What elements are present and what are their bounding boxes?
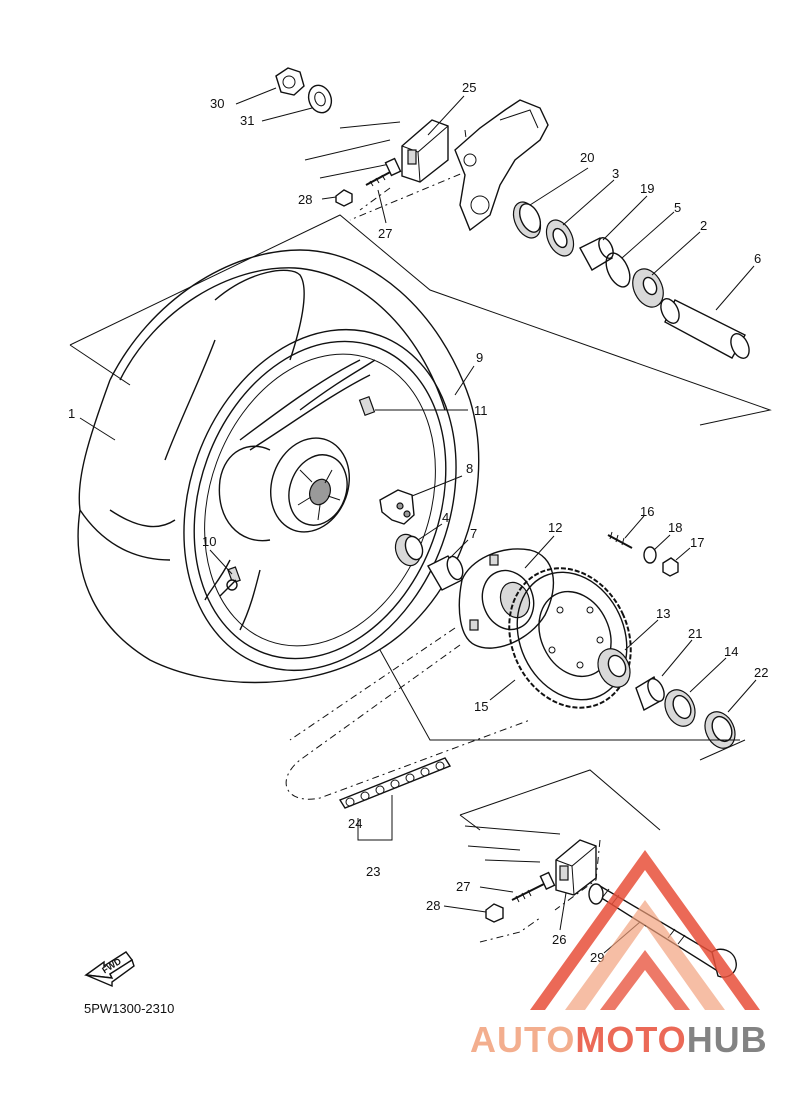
- callout-27-lower: 27: [456, 879, 470, 894]
- callout-19: 19: [640, 181, 654, 196]
- callout-14: 14: [724, 644, 738, 659]
- callout-21: 21: [688, 626, 702, 641]
- callout-24: 24: [348, 816, 362, 831]
- part-24-chain-joint[interactable]: [338, 757, 452, 809]
- callout-7: 7: [470, 526, 477, 541]
- part-26-adjuster-block[interactable]: [555, 839, 597, 896]
- callout-6: 6: [754, 251, 761, 266]
- part-10-tire-valve[interactable]: [219, 566, 241, 597]
- caliper-bracket: [454, 99, 549, 232]
- part-27-adjuster-bolt-upper[interactable]: [365, 157, 402, 187]
- part-25-adjuster-block[interactable]: [401, 119, 449, 183]
- callout-10: 10: [202, 534, 216, 549]
- leader-lines: [79, 87, 757, 954]
- drive-chain-outline: [285, 627, 531, 800]
- diagram-code: 5PW1300-2310: [84, 1001, 174, 1016]
- callout-4: 4: [442, 510, 449, 525]
- callout-28-upper: 28: [298, 192, 312, 207]
- callout-16: 16: [640, 504, 654, 519]
- part-18-washer[interactable]: [643, 546, 657, 564]
- part-31-washer[interactable]: [305, 82, 335, 116]
- part-8-clip[interactable]: [379, 489, 415, 525]
- callout-13: 13: [656, 606, 670, 621]
- part-28-nut-lower[interactable]: [485, 903, 504, 923]
- callout-1: 1: [68, 406, 75, 421]
- callout-8: 8: [466, 461, 473, 476]
- callout-15: 15: [474, 699, 488, 714]
- callout-30: 30: [210, 96, 224, 111]
- part-28-nut-upper[interactable]: [335, 189, 353, 207]
- callout-22: 22: [754, 665, 768, 680]
- part-20-oil-seal[interactable]: [508, 198, 546, 243]
- part-15-rear-sprocket[interactable]: [487, 548, 653, 728]
- part-14-oil-seal[interactable]: [659, 685, 700, 731]
- part-6-spacer-tube[interactable]: [657, 296, 752, 361]
- part-16-stud-bolt[interactable]: [607, 531, 633, 549]
- part-27-adjuster-bolt-lower[interactable]: [511, 871, 556, 903]
- callout-27-upper: 27: [378, 226, 392, 241]
- callout-25: 25: [462, 80, 476, 95]
- callout-5: 5: [674, 200, 681, 215]
- watermark-logo-mark: [530, 850, 760, 1010]
- callout-20: 20: [580, 150, 594, 165]
- part-3-bearing[interactable]: [541, 216, 579, 261]
- part-30-nut[interactable]: [275, 67, 305, 96]
- part-2-bearing[interactable]: [627, 264, 669, 312]
- part-22-collar[interactable]: [699, 707, 740, 753]
- watermark-text-moto: MOTO: [575, 1019, 686, 1060]
- part-7-collar[interactable]: [427, 554, 466, 591]
- part-17-nut[interactable]: [662, 557, 679, 577]
- callout-labels: 30 31 25 28 27 20 3 19 5 2 6 9 1 11 8 4 …: [68, 80, 768, 965]
- watermark-text-auto: AUTO: [470, 1019, 575, 1060]
- forward-direction-arrow: FWD: [84, 951, 135, 988]
- callout-3: 3: [612, 166, 619, 181]
- callout-11: 11: [474, 403, 488, 418]
- callout-2: 2: [700, 218, 707, 233]
- watermark-text-hub: HUB: [687, 1019, 768, 1060]
- callout-12: 12: [548, 520, 562, 535]
- callout-18: 18: [668, 520, 682, 535]
- svg-text:AUTOMOTOHUB: AUTOMOTOHUB: [470, 1019, 768, 1060]
- part-5-circlip[interactable]: [601, 249, 634, 290]
- part-11-balance-weight[interactable]: [358, 396, 376, 416]
- assembly-plane-outline: [69, 214, 772, 426]
- part-1-rear-wheel[interactable]: [77, 249, 502, 709]
- callout-17: 17: [690, 535, 704, 550]
- callout-26: 26: [552, 932, 566, 947]
- lower-assembly-plane: [379, 649, 746, 761]
- part-19-collar[interactable]: [579, 235, 616, 271]
- part-4-bearing[interactable]: [391, 531, 425, 569]
- automotohub-watermark: AUTOMOTOHUB: [470, 850, 768, 1060]
- chain-label-bracket: [357, 795, 393, 841]
- callout-28-lower: 28: [426, 898, 440, 913]
- part-13-bearing[interactable]: [592, 644, 636, 693]
- lower-adjuster-guide-lines: [464, 825, 601, 943]
- part-21-collar[interactable]: [635, 675, 667, 712]
- callout-23: 23: [366, 864, 380, 879]
- callout-9: 9: [476, 350, 483, 365]
- lower-plane: [459, 769, 661, 831]
- callout-31: 31: [240, 113, 254, 128]
